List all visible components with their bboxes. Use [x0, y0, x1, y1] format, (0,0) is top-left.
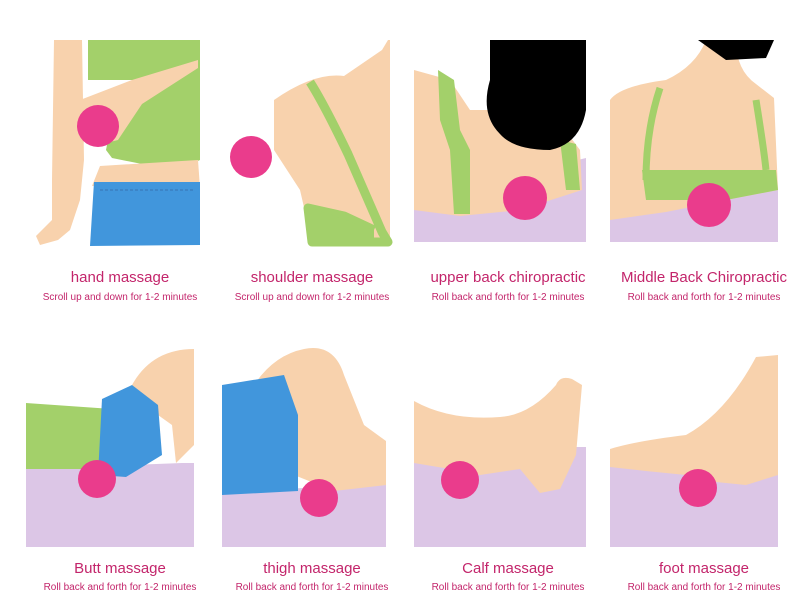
hand-massage-illustration [36, 40, 200, 246]
massage-ball-icon [503, 176, 547, 220]
item-caption: Roll back and forth for 1-2 minutes [43, 582, 197, 593]
upper-back-illustration [414, 40, 586, 242]
item-caption: Scroll up and down for 1-2 minutes [234, 292, 390, 303]
item-title: foot massage [658, 560, 750, 577]
item-caption: Roll back and forth for 1-2 minutes [431, 582, 585, 593]
item-caption: Roll back and forth for 1-2 minutes [627, 292, 781, 303]
massage-ball-icon [78, 460, 116, 498]
item-caption: Roll back and forth for 1-2 minutes [235, 582, 389, 593]
item-title: thigh massage [263, 560, 361, 577]
middle-back-illustration [610, 40, 778, 242]
item-title: Butt massage [74, 560, 166, 577]
shoulder-massage-illustration [230, 40, 393, 247]
item-title: hand massage [70, 269, 170, 286]
massage-ball-icon [687, 183, 731, 227]
item-title: Calf massage [462, 560, 554, 577]
massage-ball-icon [300, 479, 338, 517]
foot-massage-illustration [610, 355, 778, 547]
butt-massage-illustration [26, 349, 194, 547]
massage-ball-icon [77, 105, 119, 147]
item-title: upper back chiropractic [430, 269, 586, 286]
calf-massage-illustration [414, 377, 586, 547]
item-caption: Roll back and forth for 1-2 minutes [431, 292, 585, 303]
item-title: Middle Back Chiropractic [621, 269, 787, 286]
massage-ball-icon [679, 469, 717, 507]
item-title: shoulder massage [250, 269, 374, 286]
massage-ball-icon [230, 136, 272, 178]
item-caption: Roll back and forth for 1-2 minutes [627, 582, 781, 593]
item-caption: Scroll up and down for 1-2 minutes [42, 292, 198, 303]
massage-ball-icon [441, 461, 479, 499]
thigh-massage-illustration [222, 348, 386, 547]
